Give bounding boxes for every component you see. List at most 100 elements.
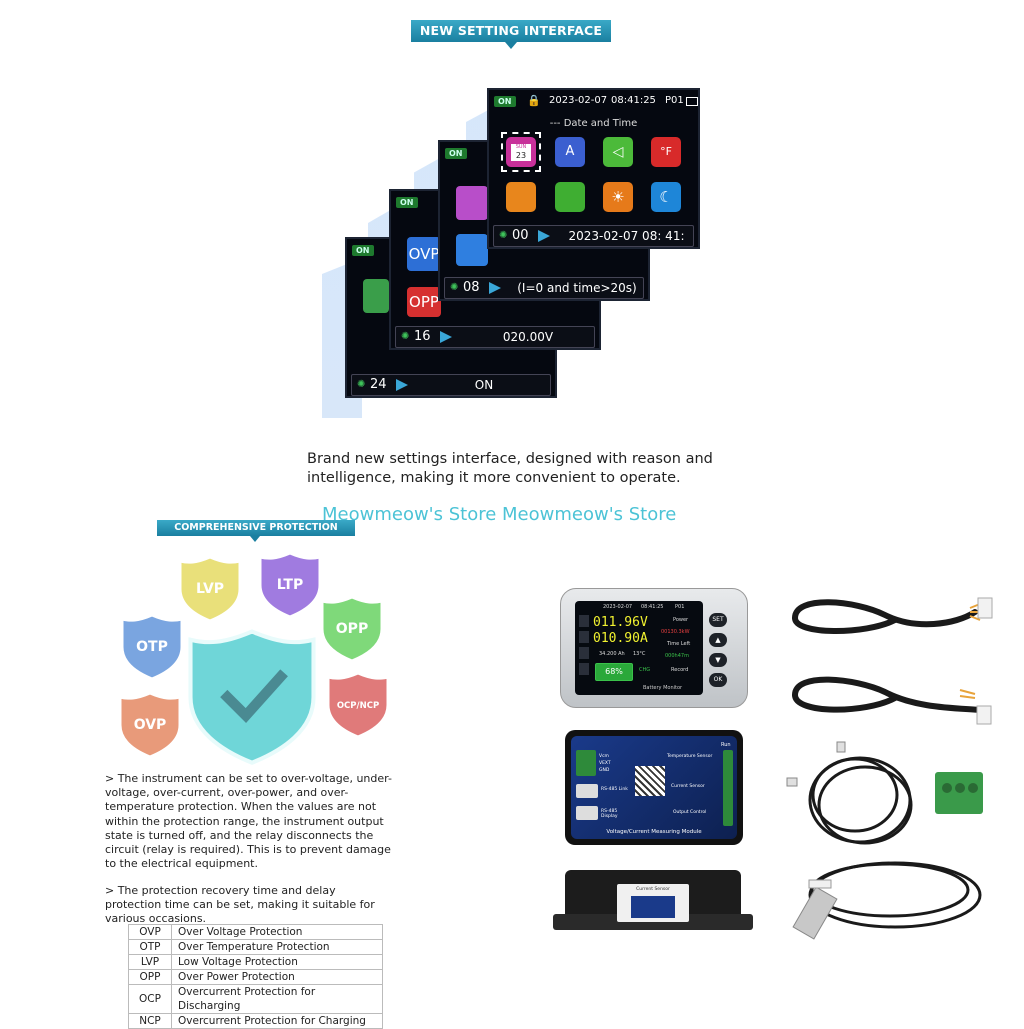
arrow-icon <box>396 379 408 391</box>
gear-icon: ✺ <box>357 379 366 390</box>
gear-icon: ✺ <box>499 230 508 241</box>
monitor-profile: P01 <box>675 604 685 610</box>
battery-monitor-display: 2023-02-07 08:41:25 P01 011.96V 010.90A … <box>560 588 748 708</box>
monitor-time: 08:41:25 <box>641 604 664 610</box>
temperature-unit-icon[interactable]: °F <box>651 137 681 167</box>
monitor-screen: 2023-02-07 08:41:25 P01 011.96V 010.90A … <box>575 601 703 695</box>
green-terminal-block <box>935 772 983 814</box>
brightness-icon[interactable]: ☀ <box>603 182 633 212</box>
setting-number: 16 <box>414 329 431 344</box>
protection-name: Over Temperature Protection <box>171 939 383 955</box>
lock-icon: 🔒 <box>527 94 541 107</box>
module-panel: Run Vcm VEXT GND RS-485 Link RS-485 Disp… <box>571 736 737 839</box>
current-reading: 010.90A <box>593 631 648 646</box>
ocp-ncp-label: OCP/NCP <box>337 701 379 711</box>
monitor-brand: Battery Monitor <box>643 685 683 691</box>
on-badge: ON <box>352 245 374 256</box>
protection-code: OPP <box>128 969 172 985</box>
gear-icon: ✺ <box>401 331 410 342</box>
refresh-icon <box>456 234 488 266</box>
ovp-label: OVP <box>134 717 167 733</box>
on-badge: ON <box>494 96 516 107</box>
calendar-day: 23 <box>511 151 531 161</box>
record-label: Record <box>671 667 689 673</box>
language-icon[interactable]: A <box>555 137 585 167</box>
ovp-icon: OVP <box>407 237 441 271</box>
calendar-icon[interactable]: SUN 23 <box>506 137 536 167</box>
rs485-link-port <box>576 784 598 798</box>
down-button[interactable]: ▼ <box>709 653 727 667</box>
settings-bar: ✺ 00 2023-02-07 08: 41: 25 <box>493 225 694 247</box>
protection-code: OCP <box>128 984 172 1014</box>
set-button[interactable]: SET <box>709 613 727 627</box>
speaker-icon[interactable]: ◁ <box>603 137 633 167</box>
setting-value: 2023-02-07 08: 41: 25 <box>568 229 685 243</box>
module-terminal-left <box>576 750 596 776</box>
on-badge: ON <box>445 148 467 159</box>
main-check-shield <box>191 632 314 763</box>
ltp-shield: LTP <box>258 551 322 619</box>
settings-bar: ✺ 08 (I=0 and time>20s) <box>444 277 644 299</box>
signal-cable-2 <box>792 676 992 725</box>
gear-icon: ✺ <box>450 282 459 293</box>
protection-name: Low Voltage Protection <box>171 954 383 970</box>
monitor-side-icons <box>579 615 589 679</box>
screen-icon <box>363 279 389 313</box>
signal-cable-1 <box>792 597 993 634</box>
up-button[interactable]: ▲ <box>709 633 727 647</box>
temperature-reading: 13°C <box>633 651 646 657</box>
sleep-icon[interactable]: ☾ <box>651 182 681 212</box>
menu-title: --- Date and Time <box>549 118 638 129</box>
opp-icon: OPP <box>407 287 441 317</box>
settings-screen-00: ON 🔒 2023-02-07 08:41:25 P01 --- Date an… <box>487 88 700 249</box>
protection-name: Over Power Protection <box>171 969 383 985</box>
current-sensor-unit: Current Sensor <box>553 870 753 932</box>
protection-code: NCP <box>128 1013 172 1029</box>
output-control-label: Output Control <box>673 810 707 815</box>
power-value: 00130.3kW <box>661 629 690 635</box>
rs485-display-port <box>576 806 598 820</box>
selection-bracket <box>501 132 541 172</box>
protection-banner-pointer <box>250 536 260 542</box>
gnd-label: GND <box>599 768 610 773</box>
checkmark-icon <box>220 669 288 724</box>
sensor-label-plate: Current Sensor <box>617 884 689 922</box>
clock-icon <box>456 186 488 220</box>
top-banner: NEW SETTING INTERFACE <box>411 20 611 42</box>
settings-description: Brand new settings interface, designed w… <box>307 451 713 486</box>
opp-shield: OPP <box>320 595 384 663</box>
lvp-shield: LVP <box>178 555 242 623</box>
ovp-shield: OVP <box>118 691 182 759</box>
module-terminal-right <box>723 750 733 826</box>
accessory-cables <box>786 597 993 940</box>
calendar-month: SUN <box>511 144 531 151</box>
run-indicator: Run <box>721 742 731 748</box>
chg-label: CHG <box>639 667 651 673</box>
header-date: 2023-02-07 <box>549 95 608 106</box>
settings-bar: ✺ 24 ON <box>351 374 551 396</box>
protection-code: OVP <box>128 924 172 940</box>
setting-value: 020.00V <box>502 330 554 344</box>
protection-name: Over Voltage Protection <box>171 924 383 940</box>
time-left-label: Time Left <box>667 641 691 647</box>
time-left-value: 000h47m <box>665 653 689 659</box>
lvp-label: LVP <box>196 581 224 597</box>
ltp-label: LTP <box>277 577 303 593</box>
battery-percent-icon[interactable] <box>555 182 585 212</box>
battery-setting-icon[interactable] <box>506 182 536 212</box>
voltage-reading: 011.96V <box>593 615 648 630</box>
protection-shields: LVP LTP OTP OPP OVP OCP/NCP <box>118 551 390 765</box>
vext-label: VEXT <box>599 761 611 766</box>
protection-name: Overcurrent Protection for Charging <box>171 1013 383 1029</box>
module-title: Voltage/Current Measuring Module <box>606 829 702 835</box>
otp-label: OTP <box>136 639 168 655</box>
settings-bar: ✺ 16 020.00V <box>395 326 595 348</box>
setting-number: 08 <box>463 280 480 295</box>
protection-code: OTP <box>128 939 172 955</box>
ok-button[interactable]: OK <box>709 673 727 687</box>
rs485-link-label: RS-485 Link <box>601 787 628 792</box>
